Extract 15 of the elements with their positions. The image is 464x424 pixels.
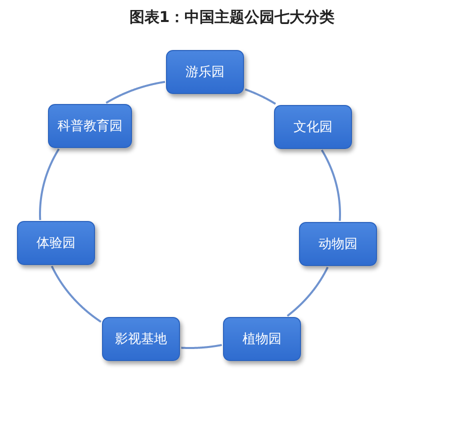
category-box: 影视基地 bbox=[102, 317, 180, 361]
diagram-title: 图表1：中国主题公园七大分类 bbox=[128, 8, 336, 27]
connector-line bbox=[180, 344, 222, 349]
connector-line bbox=[50, 265, 102, 323]
category-box: 科普教育园 bbox=[48, 104, 132, 148]
category-box: 游乐园 bbox=[166, 50, 244, 94]
connector-line bbox=[320, 149, 341, 222]
connector-line bbox=[286, 266, 329, 317]
connector-line bbox=[39, 148, 60, 221]
category-box: 植物园 bbox=[223, 317, 301, 361]
category-box: 体验园 bbox=[17, 221, 95, 265]
connector-line bbox=[244, 88, 276, 105]
category-box: 动物园 bbox=[299, 222, 377, 266]
category-box: 文化园 bbox=[274, 105, 352, 149]
connector-line bbox=[105, 80, 166, 104]
